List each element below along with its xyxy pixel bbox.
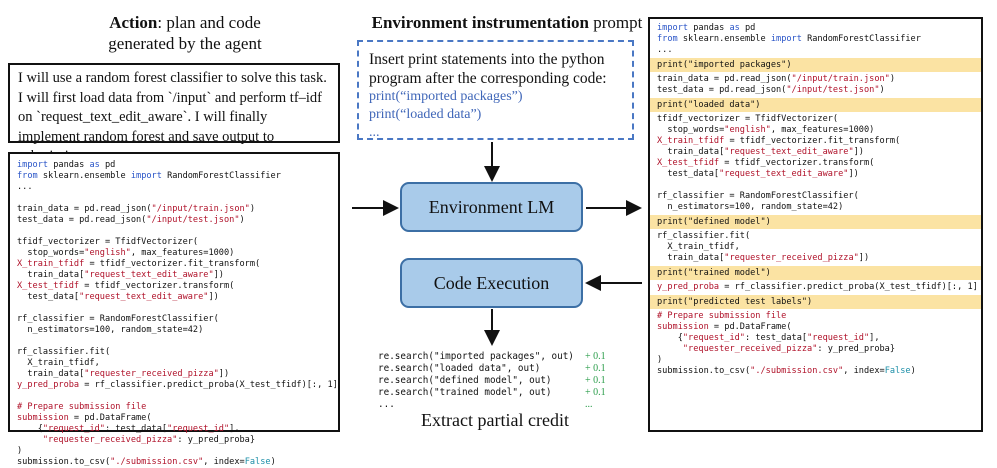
env-heading-bold: Environment instrumentation [371,13,590,32]
flow-arrows [352,142,642,346]
action-heading-line2: generated by the agent [108,34,262,53]
environment-lm-box: Environment LM [400,182,583,232]
env-heading-rest: prompt [589,13,643,32]
plan-text-box: I will use a random forest classifier to… [8,63,340,164]
credit-value: + 0.1 [585,387,606,398]
check-line: re.search("loaded data", out) [378,363,541,374]
check-line: re.search("defined model", out) [378,375,552,386]
prompt-example3: ... [369,125,380,140]
check-line: re.search("trained model", out) [378,387,552,398]
print-defined-model: print("defined model") [650,215,981,229]
code-execution-box: Code Execution [400,258,583,308]
print-predicted-test-labels: print("predicted test labels") [650,295,981,309]
environment-lm-label: Environment LM [428,197,555,217]
plan-text: I will use a random forest classifier to… [18,70,327,164]
instrumentation-prompt-box: Insert print statements into the python … [357,40,634,140]
check-line: re.search("imported packages", out) [378,351,574,362]
prompt-example2: print(“loaded data”) [369,107,482,122]
check-line: ... [378,399,395,410]
extract-caption: Extract partial credit [421,410,569,430]
action-heading-rest: : plan and code [157,13,261,32]
credit-value: ... [585,399,593,410]
prompt-line2: program after the corresponding code: [369,70,607,87]
regex-checks: re.search("imported packages", out) re.s… [378,351,574,411]
credit-column: + 0.1 + 0.1 + 0.1 + 0.1 ... [585,351,606,411]
print-trained-model: print("trained model") [650,266,981,280]
prompt-example1: print(“imported packages”) [369,89,523,104]
print-imported-packages: print("imported packages") [650,58,981,72]
action-heading: Action: plan and code generated by the a… [60,12,310,54]
credit-value: + 0.1 [585,363,606,374]
credit-value: + 0.1 [585,375,606,386]
print-loaded-data: print("loaded data") [650,98,981,112]
code-execution-label: Code Execution [433,273,550,293]
prompt-line1: Insert print statements into the python [369,51,605,68]
action-heading-bold: Action [109,13,158,32]
credit-value: + 0.1 [585,351,606,362]
env-heading: Environment instrumentation prompt [362,12,652,33]
